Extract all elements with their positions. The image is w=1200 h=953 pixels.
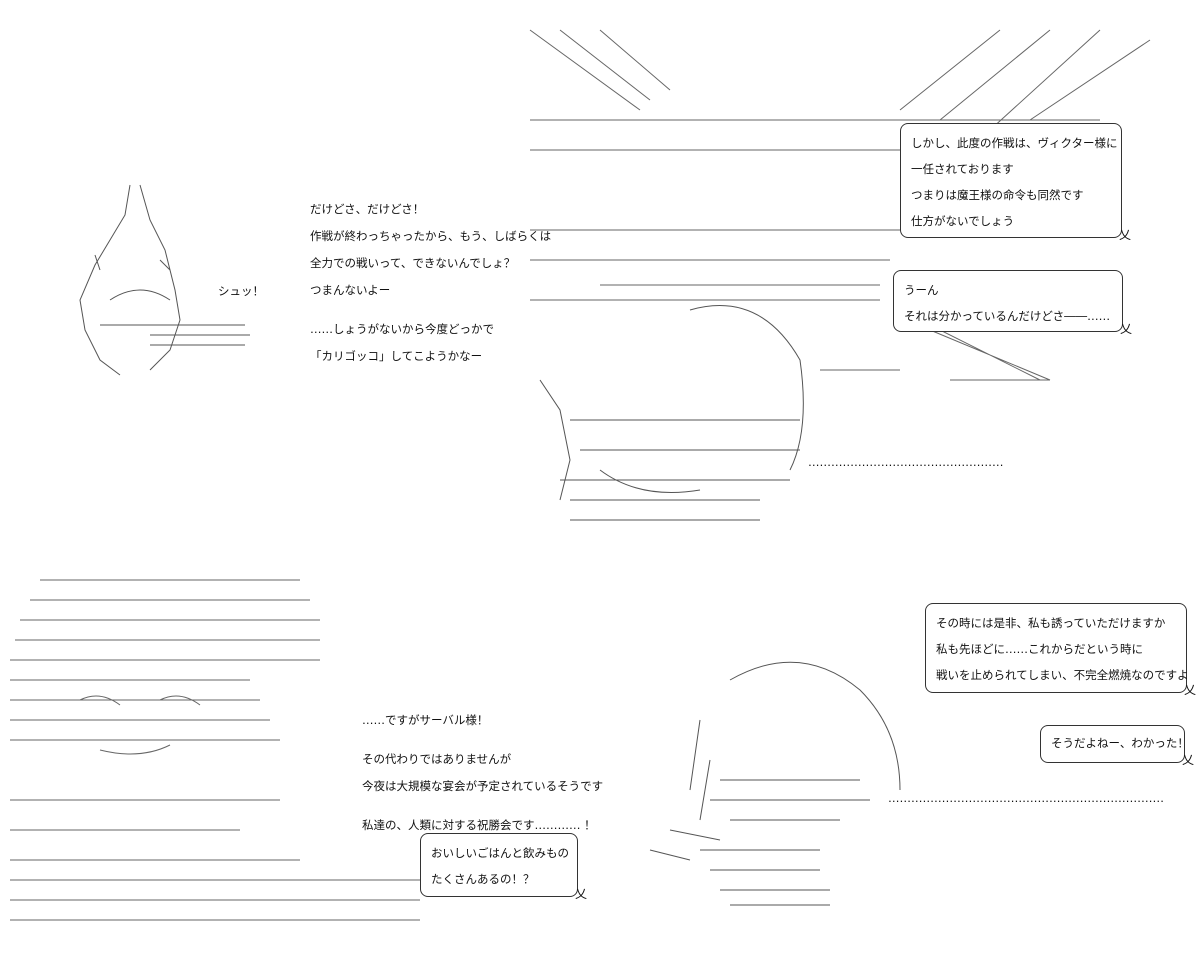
dialogue-line: 「カリゴッコ」してこようかなー (310, 349, 483, 363)
bubble-line: うーん (904, 283, 939, 297)
bubble-tail-icon: 乂 (1183, 683, 1196, 697)
dialogue-line: 作戦が終わっちゃったから、もう、しばらくは (310, 229, 552, 243)
dialogue-line: ……ですがサーバル様！ (362, 713, 489, 727)
ellipsis-text: ……………………………………………………………… (888, 791, 1164, 805)
bubble-tail-icon: 乂 (1118, 228, 1131, 242)
bubble-line: 一任されております (911, 162, 1014, 176)
bubble-line: そうだよねー、わかった！ (1051, 736, 1189, 750)
speech-bubble-agree: そうだよねー、わかった！ 乂 (1040, 725, 1194, 767)
bubble-line: 私も先ほどに……これからだという時に (936, 642, 1143, 656)
bubble-line: たくさんあるの！？ (431, 872, 535, 886)
ellipsis-text: …………………………………………… (808, 455, 1004, 469)
bubble-tail-icon: 乂 (1181, 753, 1194, 767)
dialogue-line: 私達の、人類に対する祝勝会です………… ！ (362, 818, 596, 832)
bubble-line: その時には是非、私も誘っていただけますか (936, 616, 1166, 630)
speech-bubble-victor: しかし、此度の作戦は、ヴィクター様に 一任されております つまりは魔王様の命令も… (900, 123, 1131, 242)
speech-bubble-invite: その時には是非、私も誘っていただけますか 私も先ほどに……これからだという時に … (925, 603, 1196, 697)
dialogue-line: その代わりではありませんが (362, 752, 512, 766)
dialogue-line: だけどさ、だけどさ！ (310, 202, 425, 216)
panel2-speedlines-art (529, 29, 1151, 381)
panel1-character-art (79, 184, 250, 376)
bubble-line: おいしいごはんと飲みもの (431, 846, 569, 860)
bubble-line: しかし、此度の作戦は、ヴィクター様に (911, 136, 1118, 150)
speech-bubble-serval: うーん それは分かっているんだけどさ――…… 乂 (893, 270, 1132, 336)
panel4-character-art (649, 661, 901, 906)
bubble-line: 戦いを止められてしまい、不完全燃焼なのですよ (936, 668, 1189, 682)
sound-effect-text: シュッ！ (218, 284, 264, 298)
panel3-character-art (10, 579, 420, 921)
bubble-tail-icon: 乂 (1119, 322, 1132, 336)
dialogue-line: 全力での戦いって、できないんでしょ？ (310, 256, 516, 270)
dialogue-line: 今夜は大規模な宴会が予定されているそうです (362, 779, 604, 793)
bubble-line: つまりは魔王様の命令も同然です (911, 188, 1084, 202)
bubble-tail-icon: 乂 (574, 887, 587, 901)
panel2-character-art (539, 305, 804, 521)
dialogue-line: ……しょうがないから今度どっかで (310, 322, 494, 336)
speech-bubble-serval-food: おいしいごはんと飲みもの たくさんあるの！？ 乂 (420, 833, 587, 901)
bubble-line: それは分かっているんだけどさ――…… (904, 309, 1111, 323)
bubble-line: 仕方がないでしょう (911, 214, 1015, 228)
dialogue-line: つまんないよー (310, 283, 391, 297)
